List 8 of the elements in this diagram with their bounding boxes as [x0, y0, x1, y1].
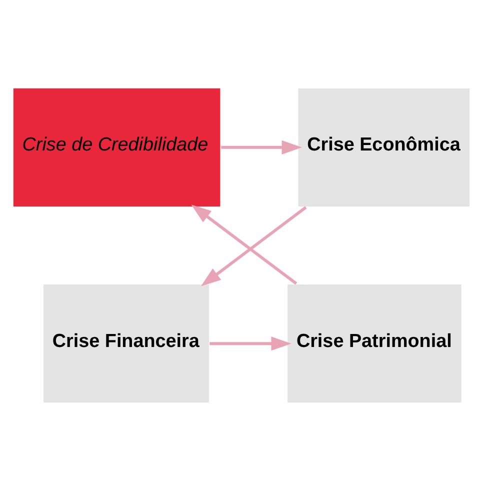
node-box: Crise Econômica: [297, 87, 471, 208]
node-box: Crise Patrimonial: [286, 283, 462, 404]
arrow: [210, 336, 292, 351]
arrow: [191, 204, 298, 285]
node-box: Crise Financeira: [42, 283, 210, 404]
node-box: Crise de Credibilidade: [12, 87, 222, 208]
arrow: [200, 206, 307, 286]
arrow: [221, 140, 302, 154]
